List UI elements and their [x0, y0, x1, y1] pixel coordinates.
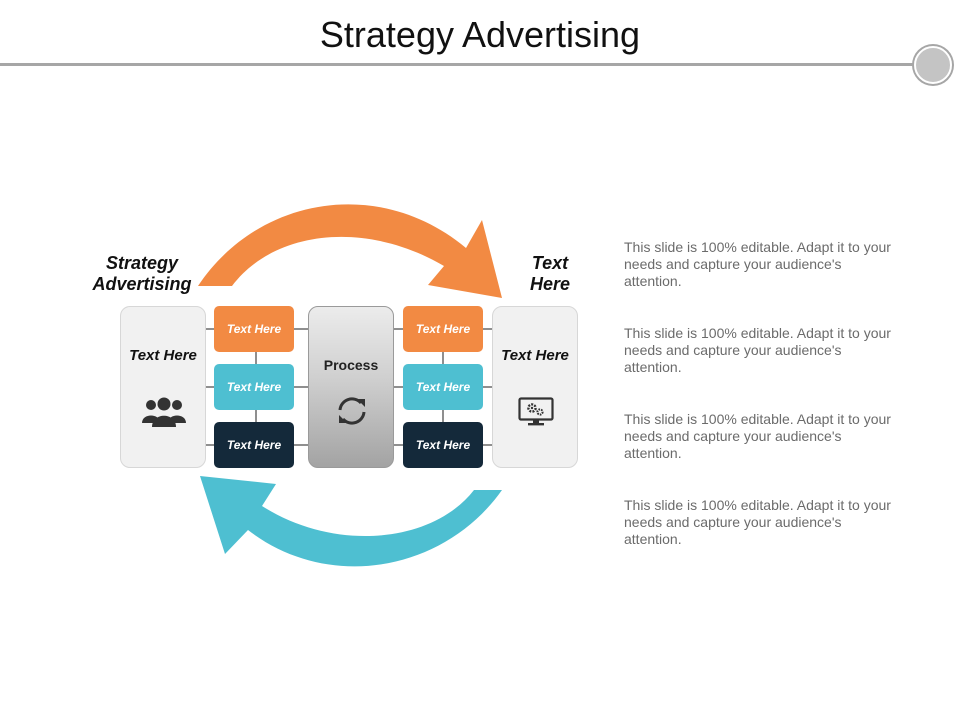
left-panel: Text Here: [120, 306, 206, 468]
top-orange-arrow: [198, 204, 502, 298]
left-cell-2: Text Here: [214, 364, 294, 410]
process-label: Process: [323, 357, 379, 373]
left-panel-text: Text Here: [129, 347, 197, 364]
left-cell-1: Text Here: [214, 306, 294, 352]
refresh-icon: [338, 397, 366, 425]
description-4: This slide is 100% editable. Adapt it to…: [624, 497, 891, 547]
people-icon: [142, 397, 186, 427]
right-cell-1: Text Here: [403, 306, 483, 352]
monitor-gears-icon: [518, 397, 554, 426]
right-cell-3: Text Here: [403, 422, 483, 468]
left-cell-3: Text Here: [214, 422, 294, 468]
process-box: Process: [308, 306, 394, 468]
description-2: This slide is 100% editable. Adapt it to…: [624, 325, 891, 375]
left-heading: Strategy Advertising: [92, 253, 192, 294]
slide-title: Strategy Advertising: [319, 14, 641, 55]
right-panel-text: Text Here: [501, 347, 569, 364]
title-divider-dot: [914, 46, 952, 84]
right-cell-2: Text Here: [403, 364, 483, 410]
description-3: This slide is 100% editable. Adapt it to…: [624, 411, 891, 461]
title-divider: [0, 63, 920, 66]
bottom-teal-arrow: [200, 476, 502, 567]
description-1: This slide is 100% editable. Adapt it to…: [624, 239, 891, 289]
right-panel: Text Here: [492, 306, 578, 468]
right-heading: Text Here: [529, 253, 571, 294]
